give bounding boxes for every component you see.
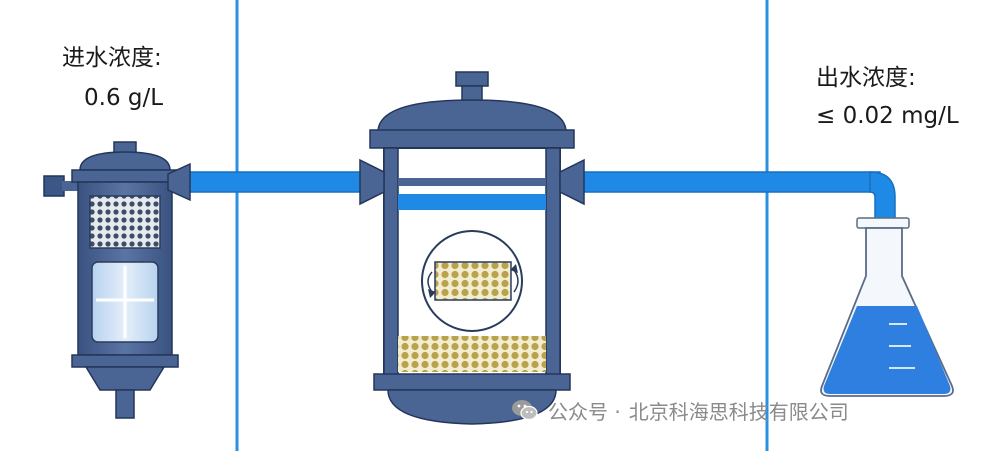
filter-bottom-cone	[84, 366, 166, 391]
flask-water	[823, 306, 951, 394]
inlet-concentration-value: 0.6 g/L	[84, 85, 164, 111]
filter-mesh	[89, 195, 161, 249]
rotate-arrowhead-right	[510, 264, 518, 273]
filter-side-stub	[62, 181, 78, 191]
outlet-concentration-value: ≤ 0.02 mg/L	[816, 103, 959, 129]
watermark-prefix: 公众号 ·	[548, 399, 621, 424]
vessel-bottom-dome	[387, 389, 557, 425]
resin-magnified-block	[434, 261, 512, 301]
filter-bottom-flange	[71, 354, 179, 368]
filter-inlet-nozzle	[167, 162, 191, 202]
vessel-inlet-nozzle	[359, 158, 385, 206]
vessel-top-nozzle	[455, 71, 489, 87]
pre-filter	[43, 141, 191, 419]
vessel-top-flange	[369, 129, 575, 149]
pipes	[179, 171, 896, 231]
resin-bed	[398, 336, 546, 372]
filter-dome	[79, 151, 171, 171]
filter-outlet-pipe	[115, 389, 135, 419]
watermark-company: 北京科海思科技有限公司	[628, 399, 849, 424]
vessel-outlet-nozzle	[559, 158, 585, 206]
outlet-concentration-label: 出水浓度:	[816, 65, 916, 91]
filter-side-valve	[43, 175, 65, 197]
rotate-arrowhead-left	[428, 289, 436, 298]
vessel-top-band	[398, 178, 546, 186]
watermark: 公众号 · 北京科海思科技有限公司	[510, 394, 849, 426]
vessel-water-band	[398, 194, 546, 210]
filter-top-flange	[71, 169, 179, 183]
wechat-icon	[512, 400, 538, 421]
vessel-top-dome	[377, 99, 567, 133]
vessel-wall-left	[383, 147, 399, 377]
collection-flask	[820, 217, 954, 397]
section-dividers	[235, 0, 769, 451]
pipe-vessel-to-flask	[574, 171, 881, 193]
adsorption-vessel	[359, 71, 585, 425]
flask-lip	[856, 217, 910, 229]
pipe-inlet-to-vessel	[179, 171, 376, 193]
vessel-wall-right	[545, 147, 561, 377]
vessel-bottom-flange	[373, 373, 571, 391]
inlet-concentration-label: 进水浓度:	[62, 45, 162, 71]
